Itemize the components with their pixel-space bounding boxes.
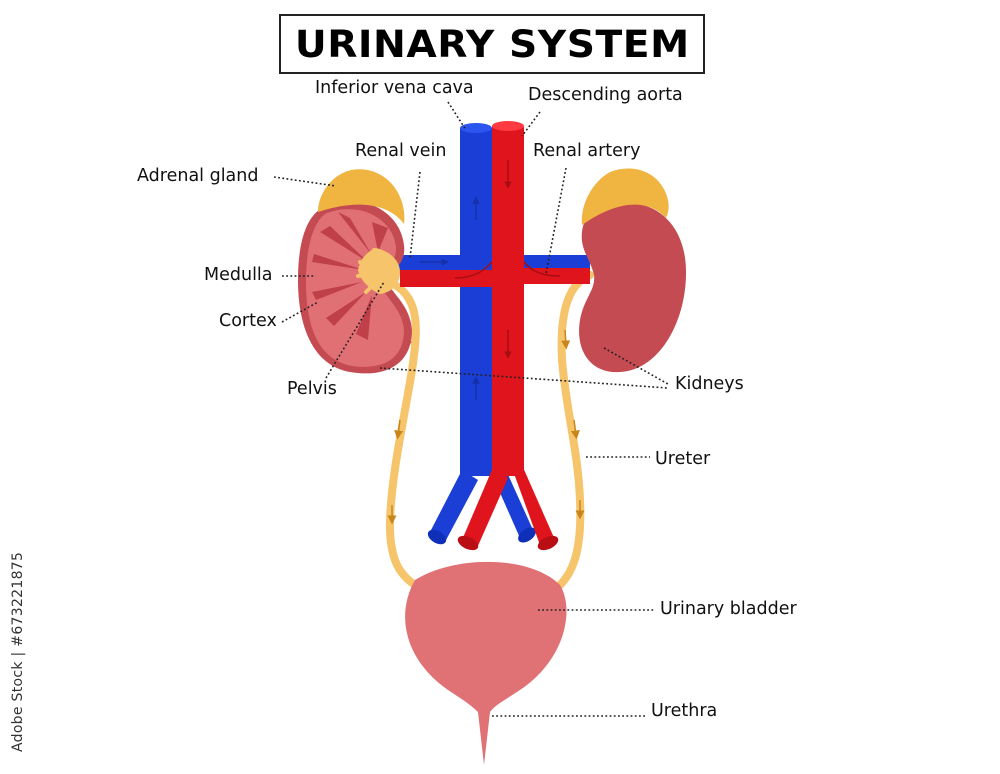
label-ureter: Ureter bbox=[655, 449, 711, 469]
leader-kidneys-left bbox=[379, 367, 669, 389]
leader-inferior-vena-cava bbox=[447, 101, 467, 131]
leader-renal-artery bbox=[545, 167, 567, 275]
leader-pelvis bbox=[325, 281, 385, 379]
descending-aorta-shape bbox=[400, 121, 590, 551]
title-box: URINARY SYSTEM bbox=[279, 14, 705, 74]
label-urethra: Urethra bbox=[651, 701, 718, 721]
label-urinary-bladder: Urinary bladder bbox=[660, 599, 797, 619]
label-renal-artery: Renal artery bbox=[533, 141, 641, 161]
label-renal-vein: Renal vein bbox=[355, 141, 447, 161]
label-inferior-vena-cava: Inferior vena cava bbox=[315, 78, 474, 98]
inferior-vena-cava-shape bbox=[398, 123, 590, 545]
leader-descending-aorta bbox=[521, 111, 541, 137]
right-kidney-shape bbox=[579, 202, 687, 373]
leader-cortex bbox=[281, 301, 319, 323]
urinary-bladder-shape bbox=[405, 561, 567, 765]
ureter-right bbox=[556, 271, 594, 589]
page-title: URINARY SYSTEM bbox=[294, 22, 690, 66]
label-pelvis: Pelvis bbox=[287, 379, 337, 399]
label-descending-aorta: Descending aorta bbox=[528, 85, 683, 105]
left-kidney-shape bbox=[298, 201, 412, 374]
label-cortex: Cortex bbox=[219, 311, 277, 331]
leader-lines bbox=[273, 101, 669, 717]
leader-renal-vein bbox=[409, 171, 421, 259]
label-kidneys: Kidneys bbox=[675, 374, 744, 394]
leader-adrenal-gland bbox=[273, 176, 337, 187]
stock-watermark: Adobe Stock | #673221875 bbox=[10, 551, 26, 752]
right-adrenal-gland-shape bbox=[581, 168, 669, 225]
left-adrenal-gland-shape bbox=[318, 169, 405, 224]
label-medulla: Medulla bbox=[204, 265, 273, 285]
label-adrenal-gland: Adrenal gland bbox=[137, 166, 259, 186]
